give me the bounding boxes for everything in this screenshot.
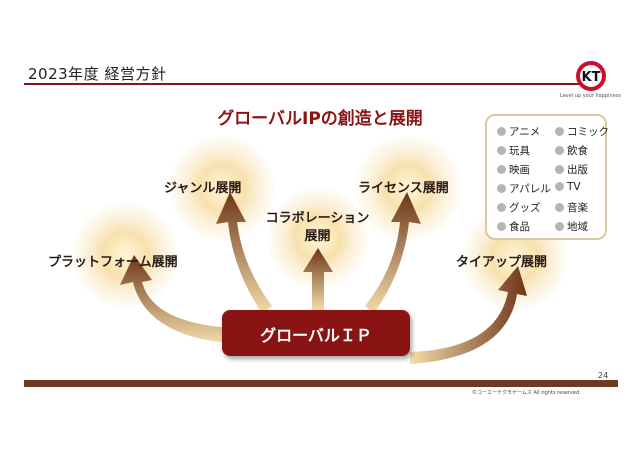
logo-tagline: Level up your happiness: [560, 93, 621, 99]
media-item: 出版: [555, 162, 588, 177]
arrow-platform: [120, 255, 232, 343]
arrow-tieup: [410, 266, 527, 364]
page-number: 24: [598, 371, 609, 380]
bullet-dot: [497, 203, 506, 212]
media-item: 飲食: [555, 143, 588, 158]
bullet-dot: [555, 165, 564, 174]
bullet-dot: [555, 222, 564, 231]
label-platform: プラットフォーム展開: [48, 255, 178, 270]
media-item: コミック: [555, 124, 609, 139]
arrow-genre: [216, 192, 272, 313]
label-license: ライセンス展開: [358, 181, 449, 196]
glow-collab: [268, 188, 368, 288]
bullet-dot: [555, 182, 564, 191]
media-item: 映画: [497, 162, 530, 177]
page-title: 2023年度 経営方針: [28, 65, 167, 83]
media-item: 食品: [497, 219, 530, 234]
media-item: アニメ: [497, 124, 540, 139]
media-item: TV: [555, 181, 581, 193]
bullet-dot: [497, 184, 506, 193]
media-item: グッズ: [497, 200, 541, 215]
glow-platform: [73, 203, 177, 307]
arrow-license: [365, 192, 421, 313]
bullet-dot: [555, 127, 564, 136]
glow-license: [356, 136, 460, 240]
bullet-dot: [497, 146, 506, 155]
footer-bar: [24, 380, 618, 387]
core-label: グローバルＩＰ: [260, 326, 372, 345]
bullet-dot: [497, 165, 506, 174]
label-collab-line1: コラボレーション: [265, 211, 370, 226]
bullet-dot: [555, 146, 564, 155]
label-collab-line2: 展開: [304, 229, 331, 244]
diagram-title: グローバルIPの創造と展開: [217, 109, 423, 129]
global-ip-core: グローバルＩＰ: [222, 310, 410, 356]
bullet-dot: [497, 222, 506, 231]
header-divider: [24, 83, 584, 85]
media-list-box: アニメ コミック 玩具 飲食 映画 出版 アパレル TV グッズ 音楽 食品 地…: [485, 114, 609, 240]
media-item: 地域: [555, 219, 588, 234]
label-genre: ジャンル展開: [164, 181, 242, 196]
arrow-collab: [303, 248, 333, 310]
copyright-text: ©コーエーテクモゲームス All rights reserved.: [472, 390, 581, 396]
svg-text:KT: KT: [582, 70, 601, 85]
label-tieup: タイアップ展開: [456, 255, 548, 270]
media-item: アパレル: [497, 181, 551, 196]
koei-tecmo-logo: KT: [576, 61, 606, 91]
bullet-dot: [497, 127, 506, 136]
label-collab: コラボレーション 展開: [255, 210, 380, 246]
media-item: 音楽: [555, 200, 588, 215]
bullet-dot: [555, 203, 564, 212]
media-item: 玩具: [497, 143, 530, 158]
glow-genre: [170, 136, 274, 240]
